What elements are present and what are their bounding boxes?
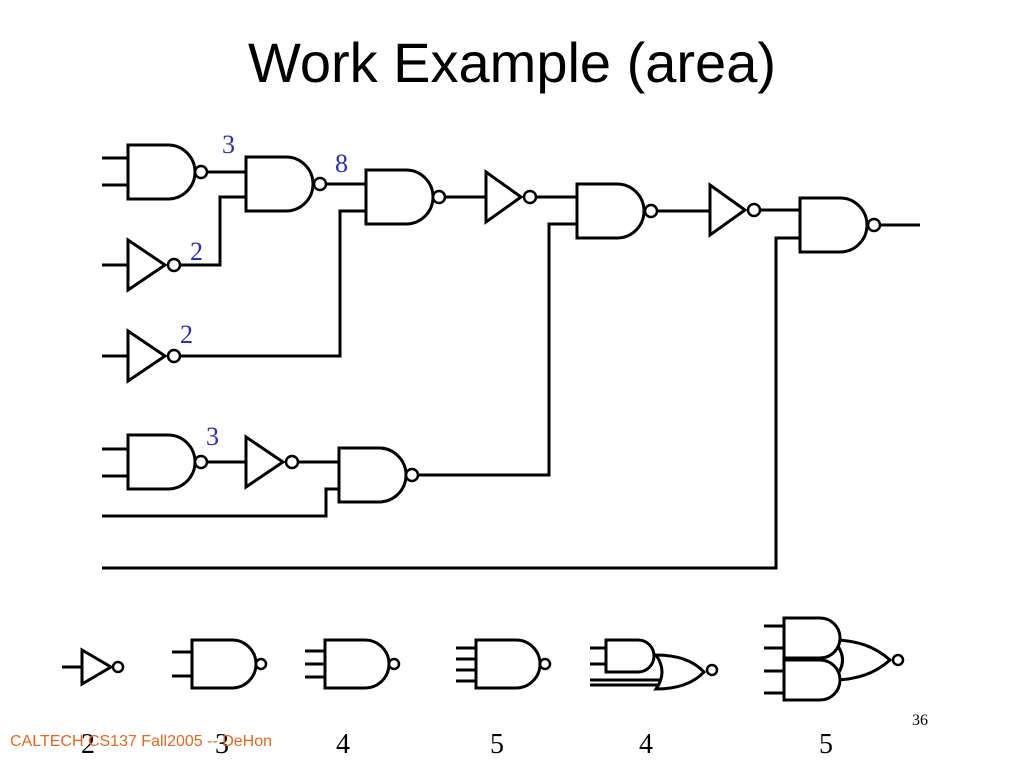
slide-footer: CALTECH CS137 Fall2005 -- DeHon [10, 733, 273, 750]
nand-gate-g5 [337, 446, 420, 504]
inverter-gate-i4 [708, 182, 762, 238]
inverter-gate-i3 [484, 169, 538, 225]
cost-label-inverter-i2: 2 [180, 320, 193, 349]
nand-gate-g3 [364, 168, 447, 226]
page-number: 36 [912, 712, 928, 729]
legend-cost-nand2: 3 [215, 729, 229, 760]
nand-gate-g7 [102, 433, 209, 491]
nand2-icon [172, 638, 268, 690]
nand-gate-g2 [244, 155, 328, 213]
and-nor-icon [590, 638, 719, 691]
slide-title: Work Example (area) [247, 31, 776, 94]
legend-cost-and-nor: 4 [639, 729, 653, 760]
nand3-icon [305, 638, 401, 690]
inverter-icon [62, 647, 125, 687]
cost-label-inverter-i1: 2 [190, 237, 203, 266]
legend-cost-inverter: 2 [81, 729, 95, 760]
inverter-gate-i5 [244, 434, 300, 490]
inverter-gate-i2 [102, 328, 182, 384]
circuit-wires [102, 170, 800, 570]
nand-gate-output [798, 196, 920, 254]
cost-label-nand-g2: 8 [335, 149, 348, 178]
inverter-gate-i1 [102, 237, 182, 293]
legend-cost-nand4: 5 [490, 729, 504, 760]
nand-gate-g4 [575, 182, 659, 240]
nand-gate-g1 [102, 143, 209, 201]
nand4-icon [456, 638, 552, 690]
cost-label-nand-g7: 3 [206, 422, 219, 451]
cost-label-nand-g1: 3 [222, 130, 235, 159]
and-and-nor-icon [764, 616, 905, 702]
legend-cost-and-and-nor: 5 [819, 729, 833, 760]
legend-cost-nand3: 4 [336, 729, 350, 760]
